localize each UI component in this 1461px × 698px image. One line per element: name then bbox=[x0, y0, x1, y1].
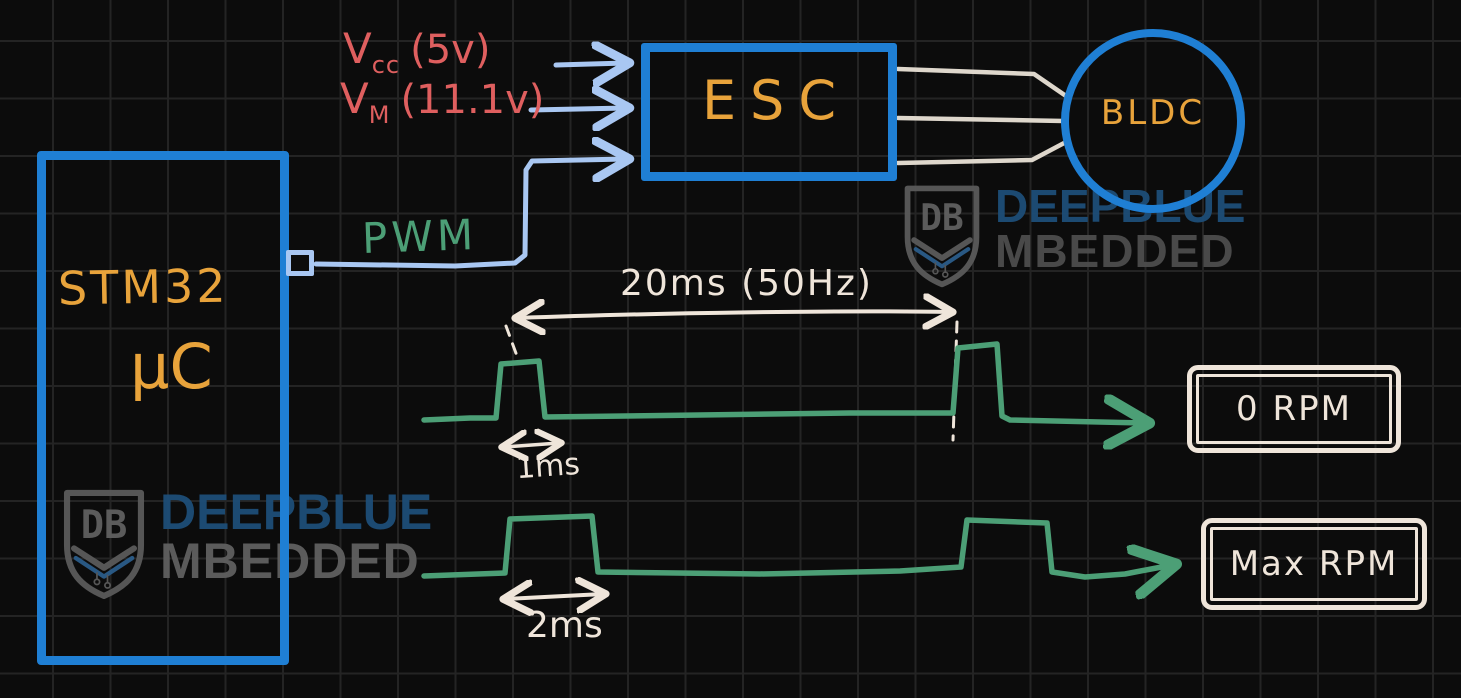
deepblue-shield-icon: DB bbox=[904, 185, 980, 288]
pwm-wire bbox=[313, 159, 626, 269]
waveform-0rpm bbox=[421, 341, 1145, 423]
watermark-line1: DEEPBLUE bbox=[160, 484, 433, 540]
dash-connector-left bbox=[504, 324, 519, 358]
vm-label: VM (11.1v) bbox=[340, 77, 545, 129]
watermark-text: DEEPBLUE MBEDDED bbox=[160, 484, 433, 589]
watermark-line2: MBEDDED bbox=[160, 533, 420, 589]
esc-label: ESC bbox=[701, 69, 851, 132]
vcc-label: Vcc (5v) bbox=[343, 27, 491, 79]
vm-arrow bbox=[528, 108, 626, 110]
period-label: 20ms (50Hz) bbox=[620, 263, 873, 304]
motor-wire-3 bbox=[895, 139, 1069, 166]
result-0rpm-label: 0 RPM bbox=[1236, 389, 1352, 429]
stm32-block bbox=[37, 151, 289, 665]
stm32-pwm-pin bbox=[286, 250, 314, 276]
bldc-label: BLDC bbox=[1100, 93, 1206, 133]
vcc-symbol: V bbox=[343, 24, 372, 73]
esc-block bbox=[641, 43, 897, 181]
result-box-maxrpm: Max RPM bbox=[1201, 518, 1427, 610]
result-maxrpm-label: Max RPM bbox=[1229, 544, 1399, 584]
motor-wire-1 bbox=[895, 66, 1069, 99]
vm-value: (11.1v) bbox=[400, 77, 545, 123]
watermark-monogram: DB bbox=[81, 503, 128, 548]
deepblue-shield-icon: DB bbox=[63, 489, 145, 599]
pulse-width-arrow-1ms bbox=[504, 443, 559, 447]
vm-symbol: V bbox=[340, 74, 369, 123]
vcc-subscript: cc bbox=[371, 51, 401, 79]
watermark-monogram: DB bbox=[920, 197, 963, 239]
mcu-type-label: µC bbox=[130, 330, 213, 403]
watermark-line2: MBEDDED bbox=[995, 225, 1235, 278]
motor-wire-2 bbox=[895, 115, 1067, 124]
pwm-signal-label: PWM bbox=[361, 210, 478, 263]
vcc-arrow bbox=[553, 63, 626, 65]
pulse-min-label: 1ms bbox=[514, 446, 582, 487]
waveform-maxrpm bbox=[421, 513, 1172, 577]
vcc-value: (5v) bbox=[410, 27, 491, 73]
pulse-width-arrow-2ms bbox=[506, 594, 603, 599]
stm32-label: STM32 bbox=[57, 258, 229, 316]
pulse-max-label: 2ms bbox=[526, 605, 603, 646]
watermark-bottom: DB DEEPBLUE MBEDDED bbox=[60, 484, 433, 600]
period-arrow bbox=[518, 311, 950, 318]
bldc-motor-circle bbox=[1061, 29, 1245, 213]
vm-subscript: M bbox=[368, 101, 391, 129]
result-box-0rpm: 0 RPM bbox=[1187, 365, 1401, 453]
